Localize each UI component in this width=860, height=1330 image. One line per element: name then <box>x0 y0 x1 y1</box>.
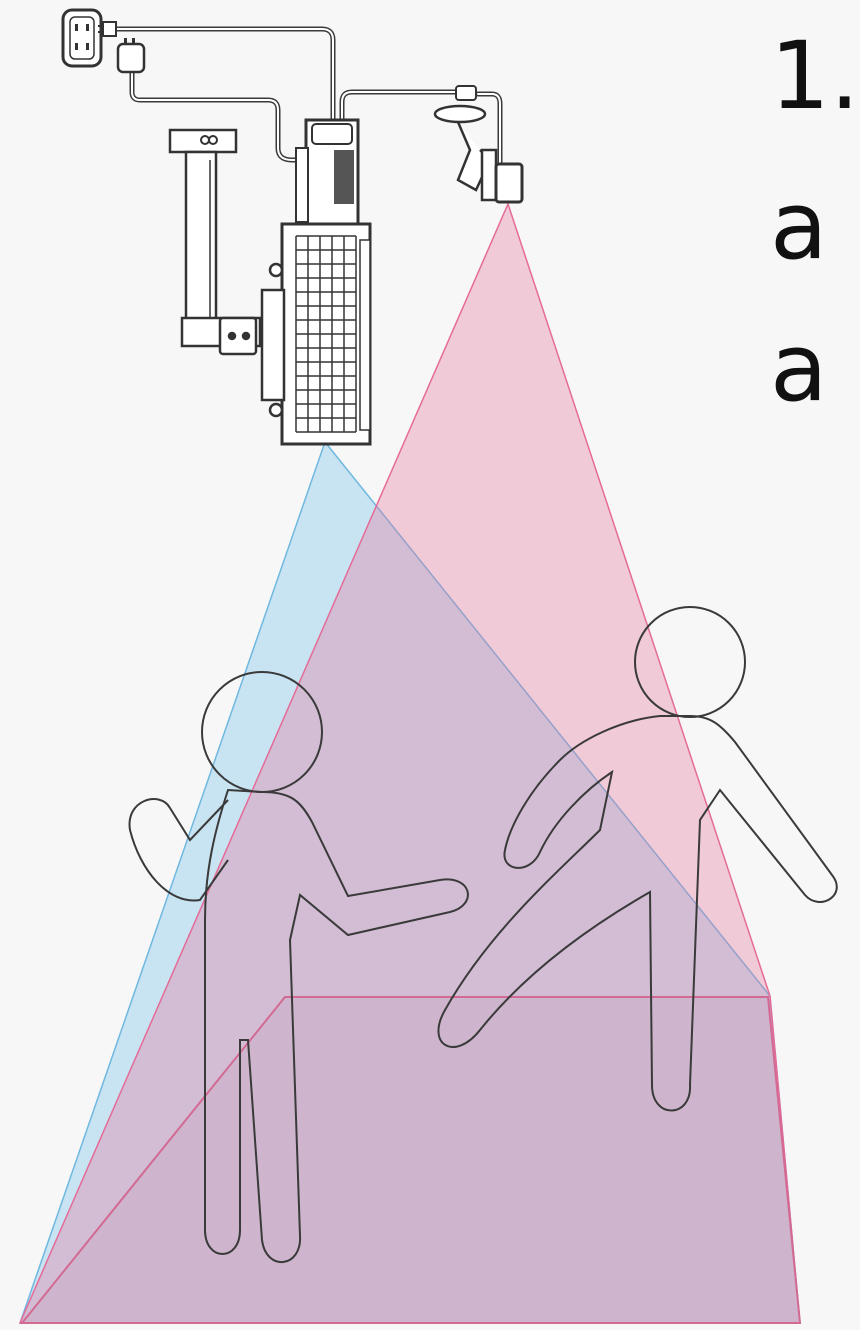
setup-diagram <box>18 8 838 1324</box>
person-left <box>128 671 469 1264</box>
play-area-outline <box>19 996 802 1324</box>
wall-outlet-icon <box>61 8 103 68</box>
cable-connector <box>455 85 477 101</box>
ceiling-mount-icon <box>168 128 262 356</box>
camera-icon <box>433 104 524 204</box>
partial-text-line-3: a <box>770 314 828 423</box>
projector-icon <box>260 118 372 446</box>
power-adapter-icon <box>116 38 146 74</box>
power-cables-inner <box>111 28 501 171</box>
plug-icon <box>98 21 117 37</box>
partial-text-line-2: a <box>770 172 828 281</box>
person-right <box>437 606 838 1112</box>
step-number-text: 1. <box>770 22 860 131</box>
